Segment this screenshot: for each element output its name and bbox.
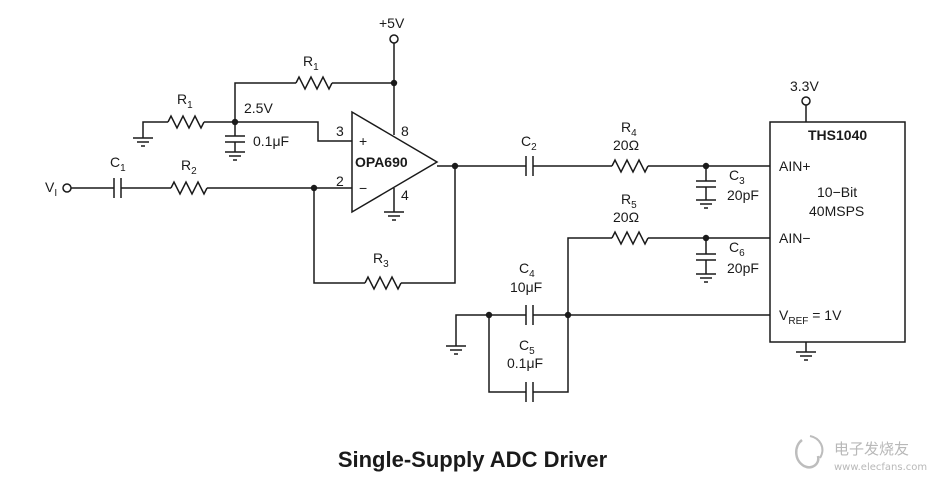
r5-value: 20Ω — [613, 209, 639, 225]
diagram-caption: Single-Supply ADC Driver — [337, 447, 608, 472]
c2-label: C2 — [521, 133, 537, 153]
c4-label: C4 — [519, 260, 535, 280]
capacitor-c6 — [696, 238, 716, 283]
resistor-r2 — [170, 180, 352, 196]
capacitor-c3 — [696, 166, 716, 209]
opamp-name: OPA690 — [355, 154, 408, 170]
resistor-r4 — [611, 158, 770, 174]
c5-value: 0.1μF — [507, 355, 543, 371]
c5-label: C5 — [519, 337, 535, 357]
junction-output — [451, 162, 459, 170]
watermark-cn-text: 电子发烧友 — [834, 440, 909, 458]
ground-symbol-r1 — [133, 137, 153, 147]
r1-top-label: R1 — [303, 53, 319, 73]
opamp-plus-sign: + — [359, 133, 367, 149]
node-2v5-label: 2.5V — [244, 100, 273, 116]
supply-5v-terminal — [389, 34, 399, 135]
watermark-emblem-icon — [795, 435, 824, 469]
adc-ain-minus: AIN− — [779, 230, 811, 246]
resistor-r1-top — [234, 75, 394, 120]
r1-left-label: R1 — [177, 91, 193, 111]
capacitor-c2 — [525, 156, 612, 176]
capacitor-c1 — [113, 178, 171, 198]
supply-5v-label: +5V — [379, 15, 405, 31]
ground-symbol-opamp — [384, 188, 404, 221]
opamp-pin-8: 8 — [401, 123, 409, 139]
ground-symbol-adc — [796, 342, 816, 361]
watermark-url: www.elecfans.com — [834, 462, 927, 473]
junction-5v-r1 — [390, 79, 398, 87]
input-vi-label: VI — [45, 179, 57, 199]
adc-desc-line1: 10−Bit — [817, 184, 857, 200]
c3-value: 20pF — [727, 187, 759, 203]
c1-label: C1 — [110, 154, 126, 174]
capacitor-c4 — [525, 305, 770, 325]
resistor-r1-left — [142, 114, 235, 138]
opamp-pin-2: 2 — [336, 173, 344, 189]
schematic-diagram: +5V R1 R1 2.5V 0.1μF OPA690 + − 3 2 — [45, 15, 906, 402]
c6-label: C6 — [729, 239, 745, 259]
r5-label: R5 — [621, 191, 637, 211]
adc-vref-label: VREF = 1V — [779, 307, 842, 327]
adc-ain-plus: AIN+ — [779, 158, 811, 174]
ground-symbol-vref — [446, 314, 526, 355]
wire-2v5-to-plus — [235, 121, 352, 142]
adc-name: THS1040 — [808, 127, 867, 143]
supply-3v3-terminal — [801, 96, 811, 122]
opamp-opa690 — [351, 110, 439, 214]
watermark-logo: 电子发烧友 www.elecfans.com — [795, 435, 927, 473]
adc-ths1040 — [769, 121, 906, 343]
capacitor-bypass-0p1uf — [225, 122, 245, 161]
resistor-r3 — [313, 166, 456, 291]
c4-value: 10μF — [510, 279, 542, 295]
r3-label: R3 — [373, 250, 389, 270]
supply-3v3-label: 3.3V — [790, 78, 819, 94]
opamp-pin-4: 4 — [401, 187, 409, 203]
r4-value: 20Ω — [613, 137, 639, 153]
c6-value: 20pF — [727, 260, 759, 276]
adc-desc-line2: 40MSPS — [809, 203, 864, 219]
c3-label: C3 — [729, 167, 745, 187]
opamp-pin-3: 3 — [336, 123, 344, 139]
capacitor-c5 — [488, 315, 569, 402]
r2-label: R2 — [181, 157, 197, 177]
input-vi-terminal — [62, 183, 114, 193]
c-bypass-value: 0.1μF — [253, 133, 289, 149]
r4-label: R4 — [621, 119, 637, 139]
opamp-minus-sign: − — [359, 180, 367, 196]
